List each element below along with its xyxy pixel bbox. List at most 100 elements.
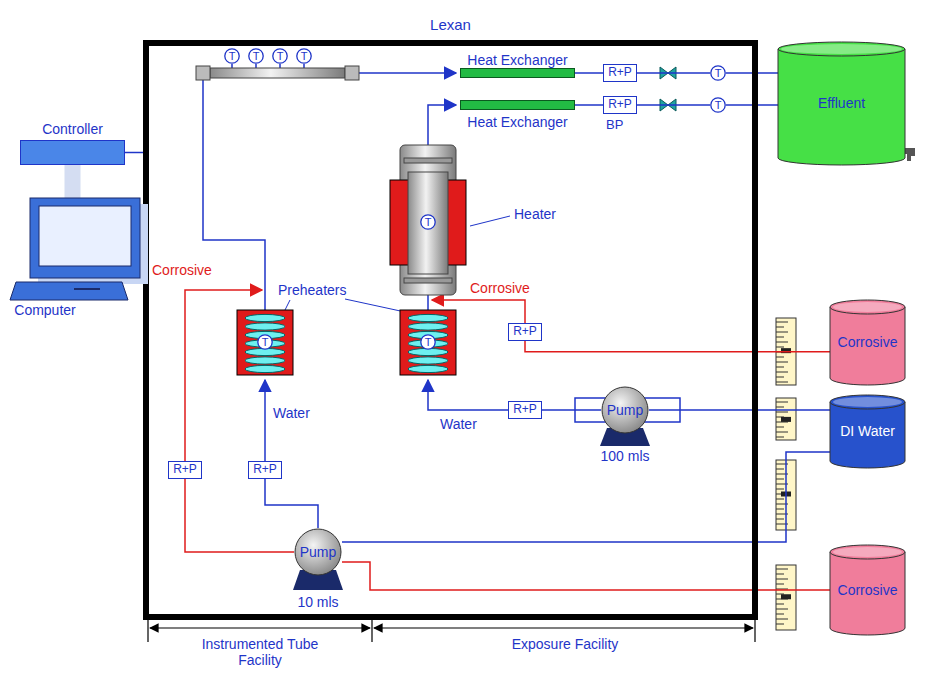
flowmeter-tick <box>776 347 784 348</box>
instrumented-tube <box>210 68 345 78</box>
flowmeter-tick <box>776 337 784 338</box>
pipe-connector <box>637 104 710 106</box>
thermocouple-circle: T <box>224 48 240 64</box>
node-text: T <box>715 67 722 80</box>
tank-cylinder: Corrosive <box>830 545 905 635</box>
thermocouple-circle: T <box>248 48 264 64</box>
node-text: T <box>715 99 722 112</box>
heat-exchanger: Heat Exchanger <box>460 68 575 78</box>
pipe-connector <box>726 104 778 106</box>
node-text: Corrosive <box>838 334 898 350</box>
flowmeter-tick <box>776 614 784 615</box>
flowmeter-tick <box>776 584 784 585</box>
tank-cylinder: Effluent <box>778 42 905 165</box>
pipe-connector <box>525 341 830 352</box>
node-text: Pump <box>300 544 337 560</box>
tank-cylinder: DI Water <box>830 395 905 468</box>
node-text: R+P <box>513 325 537 339</box>
thermocouple-circle: T <box>420 214 436 230</box>
pipe-connector <box>575 72 603 74</box>
flowmeter-tick <box>776 432 788 433</box>
water-pipes <box>203 64 510 461</box>
pipe <box>428 380 509 410</box>
flowmeter-tick <box>776 499 784 500</box>
drawing-part <box>833 397 902 407</box>
node-text: DI Water <box>840 423 895 439</box>
coil-winding <box>408 314 448 321</box>
bracket-line <box>150 627 370 628</box>
drawing-part <box>830 545 905 559</box>
drawing-part <box>830 307 905 385</box>
node-text: R+P <box>173 463 197 477</box>
drawing-part <box>830 552 905 635</box>
drawing-part <box>295 529 341 575</box>
node-text: Controller <box>0 121 204 137</box>
coil-winding <box>408 323 448 330</box>
flowmeter-tick <box>776 372 788 373</box>
preheater-coils <box>245 314 448 372</box>
flowmeter-tick <box>776 332 788 333</box>
pump-circle: Pump100 mls <box>601 386 649 434</box>
drawing-part <box>830 300 905 314</box>
label-text: Heater <box>514 206 556 222</box>
node-text: T <box>262 336 269 349</box>
thermocouple-circle: T <box>710 65 726 81</box>
flowmeter-tick <box>776 412 788 413</box>
coil-winding <box>408 357 448 364</box>
flowmeter-tick <box>776 509 784 510</box>
node-outline <box>30 198 140 278</box>
node-text: T <box>277 50 284 63</box>
flowmeter-tick <box>776 407 784 408</box>
label-text: Corrosive <box>470 280 530 296</box>
pipe-connector <box>649 409 830 411</box>
flowmeter-tick <box>776 402 788 403</box>
drawing-part <box>830 402 905 468</box>
thermocouple-circle: T <box>420 334 436 350</box>
coil-winding <box>245 365 285 372</box>
drawing-part <box>297 49 311 63</box>
coil-winding <box>245 357 285 364</box>
leader-line <box>470 216 510 226</box>
node-text: Corrosive <box>838 582 898 598</box>
pump-circle: Pump10 mls <box>294 528 342 576</box>
pipe <box>428 105 456 150</box>
flowmeter-tick <box>776 437 784 438</box>
node-text: T <box>229 50 236 63</box>
flowmeter-tick <box>776 489 784 490</box>
drawing-part <box>225 49 239 63</box>
flowmeter-tick <box>776 609 788 610</box>
node-text: T <box>253 50 260 63</box>
flowmeter-tick <box>776 619 788 620</box>
coil-winding <box>245 314 285 321</box>
flowmeter-tick <box>776 322 788 323</box>
drawing-part <box>421 215 435 229</box>
coil-winding <box>408 365 448 372</box>
preheater <box>400 310 456 375</box>
computer-icon: Computer <box>30 198 140 278</box>
drawing-part <box>781 44 902 54</box>
label-text: Preheaters <box>278 282 346 298</box>
drawing-part <box>833 302 902 312</box>
flowmeter-tick <box>776 574 784 575</box>
flowmeter-tick <box>776 357 784 358</box>
node-text: Lexan <box>69 16 832 33</box>
drawing-part <box>74 288 100 290</box>
controller-box: Controller <box>20 140 125 165</box>
drawing-part <box>602 387 648 433</box>
flowmeter-tick <box>776 519 784 520</box>
label-text: Instrumented Tube Facility <box>185 636 335 668</box>
tank-cylinder: Corrosive <box>830 300 905 385</box>
flowmeter-tick <box>776 382 788 383</box>
node-text: R+P <box>513 403 537 417</box>
pipe <box>264 380 266 461</box>
pipe <box>359 72 456 74</box>
pipe-connector <box>575 104 603 106</box>
pipe-connector <box>185 479 294 552</box>
label-text: Corrosive <box>152 262 212 278</box>
corrosive-pipes <box>185 290 525 461</box>
regulator-box: R+P <box>603 96 637 114</box>
heater-vessel <box>408 172 448 274</box>
flowmeter-float <box>781 594 791 599</box>
leader-line <box>285 299 405 312</box>
